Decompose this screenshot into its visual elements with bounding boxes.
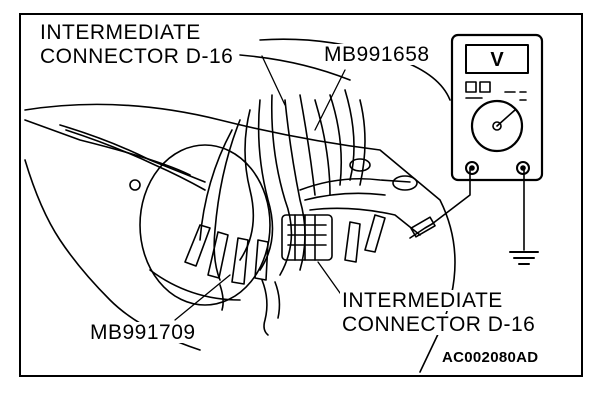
connector-d16-block (281, 214, 333, 261)
voltmeter-icon (450, 33, 544, 182)
leader-mb991658 (314, 69, 346, 131)
label-connector-bottom-line1: INTERMEDIATE (340, 289, 505, 312)
test-harness-wires (239, 109, 255, 261)
meter-display-symbol: V (490, 49, 504, 71)
body-panel-outline (24, 103, 456, 373)
leader-connector-top (261, 55, 286, 106)
panel-bolt (129, 179, 141, 191)
probe-tip (410, 216, 436, 238)
alligator-clip-icon (184, 224, 211, 267)
label-connector-bottom-line2: CONNECTOR D-16 (340, 313, 538, 336)
meter-display (465, 44, 529, 74)
label-mb991709: MB991709 (88, 321, 198, 344)
service-hole-outline (139, 144, 271, 306)
wire-harness-background (59, 124, 206, 183)
label-connector-top-line2: CONNECTOR D-16 (38, 45, 236, 68)
leader-mb991709 (174, 274, 231, 321)
meter-terminal-v (516, 161, 530, 175)
ground-symbol-icon (509, 251, 539, 265)
figure-code: AC002080AD (440, 349, 541, 366)
label-connector-top-line1: INTERMEDIATE (38, 21, 203, 44)
meter-terminal-com (465, 161, 479, 175)
label-mb991658: MB991658 (322, 43, 432, 66)
meter-dial (470, 99, 524, 153)
